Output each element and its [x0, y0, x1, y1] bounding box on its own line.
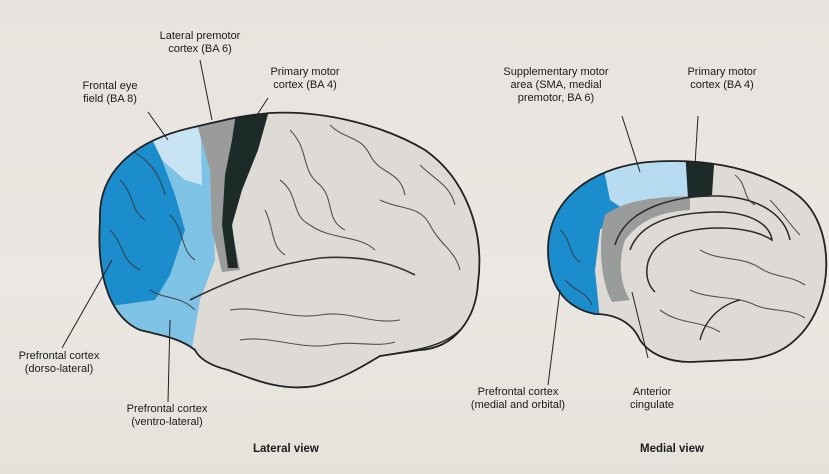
medial-view-title: Medial view: [640, 443, 704, 455]
label-prefrontal-medial-orbital: Prefrontal cortex (medial and orbital): [456, 386, 580, 412]
label-prefrontal-dorsolateral: Prefrontal cortex (dorso-lateral): [0, 350, 118, 376]
label-primary-motor-medial: Primary motor cortex (BA 4): [672, 66, 772, 92]
label-lateral-premotor: Lateral premotor cortex (BA 6): [140, 30, 260, 56]
label-frontal-eye-field: Frontal eye field (BA 8): [60, 80, 160, 106]
label-anterior-cingulate: Anterior cingulate: [614, 386, 690, 412]
label-primary-motor-lateral: Primary motor cortex (BA 4): [255, 66, 355, 92]
medial-primary-motor-region: [685, 150, 715, 198]
label-prefrontal-ventrolateral: Prefrontal cortex (ventro-lateral): [108, 403, 226, 429]
lateral-view-title: Lateral view: [253, 443, 319, 455]
label-sma: Supplementary motor area (SMA, medial pr…: [492, 66, 620, 105]
